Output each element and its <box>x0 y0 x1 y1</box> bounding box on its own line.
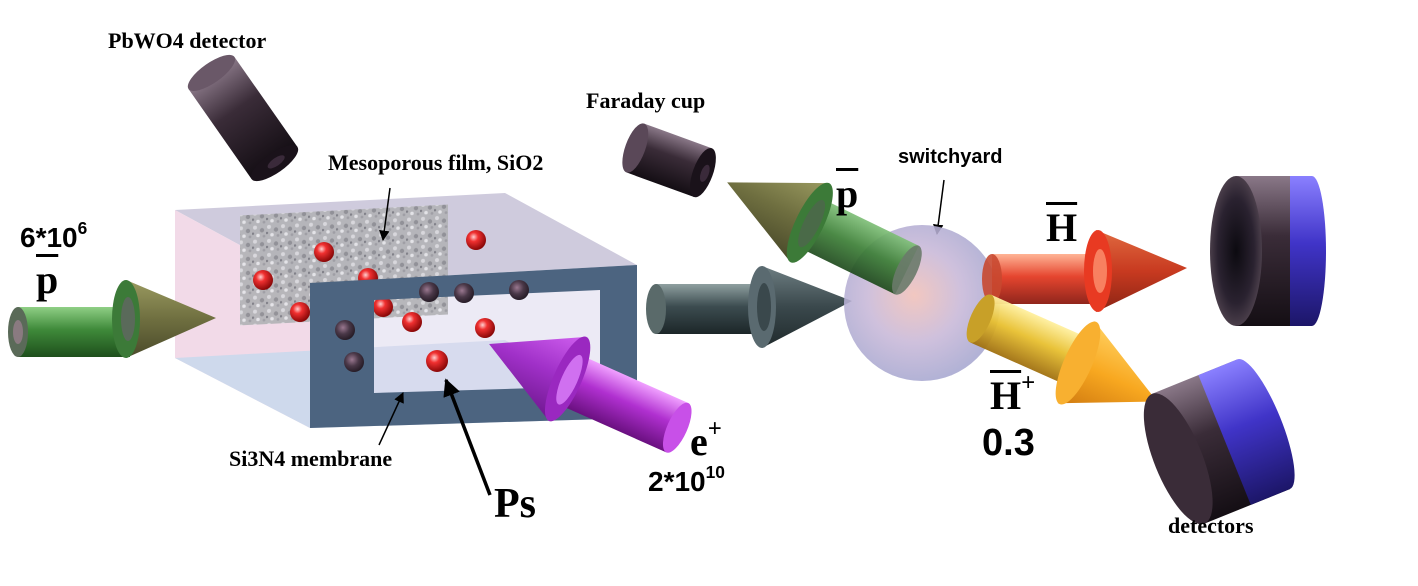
switchyard-arrow <box>933 179 945 236</box>
detector-lower <box>1143 359 1295 525</box>
faraday-cup-label: Faraday cup <box>586 88 706 113</box>
ps-atom <box>402 312 422 332</box>
positron-count-label: 2*1010 <box>648 463 725 498</box>
ps-atom <box>290 302 310 322</box>
switchyard-label: switchyard <box>898 146 1003 168</box>
si3n4-membrane-arrow <box>378 392 404 446</box>
ps-label: Ps <box>494 481 536 527</box>
ps-atom <box>373 297 393 317</box>
antiproton-count-exponent: 6 <box>77 217 88 238</box>
dark-particle <box>335 320 355 340</box>
antiproton-count-label: 6*106 <box>20 219 87 254</box>
ps-atom <box>253 270 273 290</box>
positron-symbol-label: e+ <box>690 415 722 465</box>
dark-particles <box>335 280 529 372</box>
antihydrogen-ion-symbol: H <box>990 373 1022 418</box>
detectors-label: detectors <box>1168 513 1254 538</box>
antihydrogen-ion-beam <box>966 294 1158 405</box>
pbwo4-detector-label: PbWO4 detector <box>108 28 267 53</box>
ps-atom <box>466 230 486 250</box>
si3n4-membrane-label: Si3N4 membrane <box>229 446 393 471</box>
positron-count-base: 2*10 <box>648 466 706 497</box>
antihydrogen-ion-fraction: 0.3 <box>982 422 1035 464</box>
faraday-cup <box>622 123 716 198</box>
ps-arrow <box>443 378 492 496</box>
dark-particle <box>344 352 364 372</box>
antihydrogen-beam <box>982 230 1187 312</box>
antiproton-count-base: 6*10 <box>20 222 78 253</box>
dark-particle <box>454 283 474 303</box>
positron-charge: + <box>707 415 722 443</box>
antiproton-out-symbol: p <box>836 171 859 216</box>
positron-count-exponent: 10 <box>705 461 725 482</box>
ps-atom-highlight <box>426 350 448 372</box>
mesoporous-film-label: Mesoporous film, SiO2 <box>328 150 544 175</box>
detector-upper <box>1210 176 1326 326</box>
antihydrogen-symbol: H <box>1046 205 1078 250</box>
antihydrogen-ion-symbol-label: H+ <box>990 369 1036 419</box>
antihydrogen-ion-charge: + <box>1021 369 1036 397</box>
transmitted-beam <box>646 266 852 348</box>
antiproton-beam-out <box>727 182 922 295</box>
pbwo4-detector <box>187 54 299 182</box>
ps-atom <box>314 242 334 262</box>
positron-beam <box>489 336 692 453</box>
antiproton-in-symbol: p <box>36 257 59 302</box>
antiproton-beam-in <box>8 280 216 358</box>
mesoporous-film-arrow <box>379 187 391 242</box>
dark-particle <box>419 282 439 302</box>
ps-atom <box>475 318 495 338</box>
dark-particle <box>509 280 529 300</box>
positron-symbol: e <box>690 419 708 464</box>
